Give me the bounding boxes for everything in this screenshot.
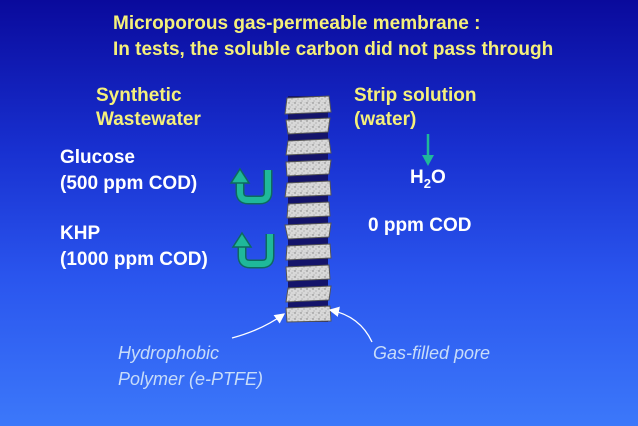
membrane-plates — [284, 95, 332, 323]
membrane-plate — [286, 201, 331, 219]
membrane-plate — [285, 159, 332, 177]
synthetic-header-line-1: Synthetic — [96, 85, 182, 106]
strip-flow-down-arrow-icon — [422, 134, 434, 166]
synthetic-header-line-2: Wastewater — [96, 109, 201, 130]
title-line-2: In tests, the soluble carbon did not pas… — [113, 39, 554, 60]
membrane-plate — [284, 222, 332, 240]
membrane-plate — [285, 305, 332, 323]
khp-u-turn-arrow-icon — [231, 231, 275, 269]
water-formula-subscript: 2 — [423, 175, 431, 191]
khp-label: KHP — [60, 223, 101, 244]
membrane-plate — [284, 180, 332, 198]
khp-cod: (1000 ppm COD) — [60, 249, 208, 270]
title-line-1: Microporous gas-permeable membrane : — [113, 13, 481, 34]
strip-solution-header-line-1: Strip solution — [354, 85, 477, 106]
water-formula-h: H — [410, 167, 424, 188]
membrane-plate — [285, 285, 332, 303]
strip-solution-header-line-2: (water) — [354, 109, 417, 130]
strip-cod-value: 0 ppm COD — [368, 215, 472, 236]
glucose-label: Glucose — [60, 147, 135, 168]
glucose-u-turn-arrow-icon — [229, 167, 273, 205]
membrane-plate — [285, 264, 331, 282]
membrane-plate — [284, 95, 332, 115]
membrane-plate — [285, 117, 331, 135]
water-formula: H2O — [410, 166, 446, 196]
hydrophobic-pointer-arrow-icon — [231, 313, 286, 339]
glucose-cod: (500 ppm COD) — [60, 173, 198, 194]
gas-filled-pore-label: Gas-filled pore — [373, 343, 491, 363]
membrane-plate — [285, 138, 332, 156]
hydrophobic-label-line-1: Hydrophobic — [118, 343, 220, 363]
pore-pointer-arrow-icon — [328, 306, 373, 343]
membrane-plate — [285, 243, 332, 261]
hydrophobic-label-line-2: Polymer (e-PTFE) — [118, 369, 264, 389]
water-formula-o: O — [430, 167, 446, 188]
